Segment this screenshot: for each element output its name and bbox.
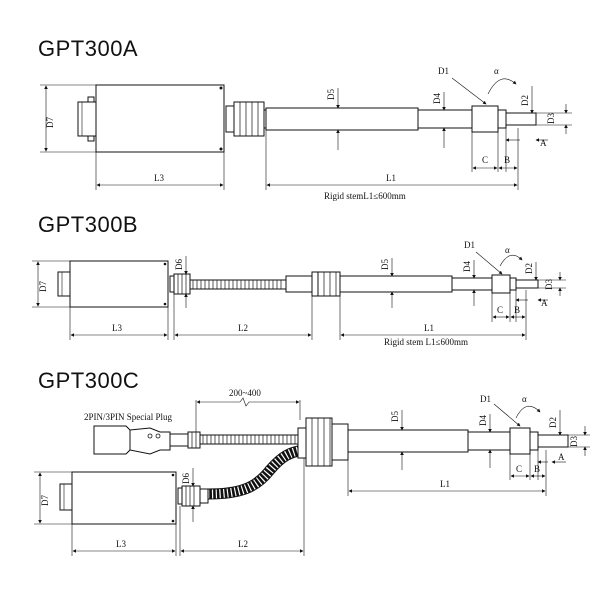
c-d3-label: D3 bbox=[569, 436, 579, 447]
c-alpha-label: α bbox=[522, 394, 527, 404]
b-d4-label: D4 bbox=[462, 261, 472, 272]
c-stem bbox=[347, 429, 469, 453]
b-a-label: A bbox=[541, 298, 548, 308]
b-d6-label: D6 bbox=[174, 259, 184, 270]
c-range-label: 200~400 bbox=[229, 388, 261, 398]
gpt300b-drawing: D7 D6 bbox=[32, 240, 566, 347]
gpt300a-drawing: D7 D5 D4 D1 α D2 D3 bbox=[40, 66, 572, 201]
c-a-label: A bbox=[558, 452, 565, 462]
b-rigid-note: Rigid stem L1≤600mm bbox=[384, 337, 468, 347]
c-d1-label: D1 bbox=[480, 394, 491, 404]
b-b-label: B bbox=[514, 305, 520, 315]
b-d3-label: D3 bbox=[544, 279, 554, 290]
c-l1-label: L1 bbox=[440, 479, 450, 489]
b-flex-hose bbox=[189, 279, 287, 290]
c-lower-hose bbox=[207, 444, 305, 500]
a-a-label: A bbox=[540, 138, 547, 148]
gpt300c-drawing: 200~400 2PIN/3PIN Special Plug bbox=[34, 388, 590, 556]
b-stem bbox=[339, 275, 453, 293]
c-l2-label: L2 bbox=[238, 539, 248, 549]
b-d2-label: D2 bbox=[524, 263, 534, 274]
c-special-plug bbox=[93, 425, 131, 455]
a-d3-label: D3 bbox=[546, 113, 556, 124]
b-connector bbox=[57, 271, 71, 297]
c-l3-label: L3 bbox=[116, 539, 126, 549]
c-d5-label: D5 bbox=[390, 411, 400, 422]
c-connector bbox=[59, 483, 73, 511]
c-junction-block bbox=[305, 417, 333, 467]
title-gpt300b: GPT300B bbox=[38, 212, 139, 237]
c-d2-label: D2 bbox=[548, 417, 558, 428]
c-d6-label: D6 bbox=[181, 473, 191, 484]
b-housing bbox=[69, 260, 169, 308]
a-d4-label: D4 bbox=[432, 93, 442, 104]
a-connector bbox=[77, 101, 97, 137]
b-l2-label: L2 bbox=[238, 323, 248, 333]
a-alpha-label: α bbox=[494, 66, 499, 76]
c-plug-label: 2PIN/3PIN Special Plug bbox=[84, 412, 173, 422]
b-l1-label: L1 bbox=[424, 323, 434, 333]
a-d2-label: D2 bbox=[520, 95, 530, 106]
b-d5-label: D5 bbox=[380, 259, 390, 270]
b-d1-label: D1 bbox=[464, 240, 475, 250]
a-d1-label: D1 bbox=[438, 66, 449, 76]
title-gpt300a: GPT300A bbox=[38, 36, 139, 61]
a-housing bbox=[95, 84, 225, 153]
a-rigid-note: Rigid stemL1≤600mm bbox=[324, 191, 406, 201]
a-d5-label: D5 bbox=[326, 89, 336, 100]
c-c-label: C bbox=[516, 464, 522, 474]
b-d7-label: D7 bbox=[38, 281, 48, 292]
c-b-label: B bbox=[534, 464, 540, 474]
a-c-label: C bbox=[482, 155, 488, 165]
title-gpt300c: GPT300C bbox=[38, 368, 140, 393]
a-d7-label: D7 bbox=[45, 117, 55, 128]
c-housing bbox=[71, 471, 177, 525]
a-b-label: B bbox=[504, 155, 510, 165]
c-d7-label: D7 bbox=[40, 495, 50, 506]
a-l1-label: L1 bbox=[386, 173, 396, 183]
a-l3-label: L3 bbox=[154, 173, 164, 183]
b-l3-label: L3 bbox=[112, 323, 122, 333]
b-c-label: C bbox=[497, 305, 503, 315]
c-d4-label: D4 bbox=[478, 415, 488, 426]
b-alpha-label: α bbox=[505, 245, 510, 255]
a-stem bbox=[265, 107, 419, 131]
